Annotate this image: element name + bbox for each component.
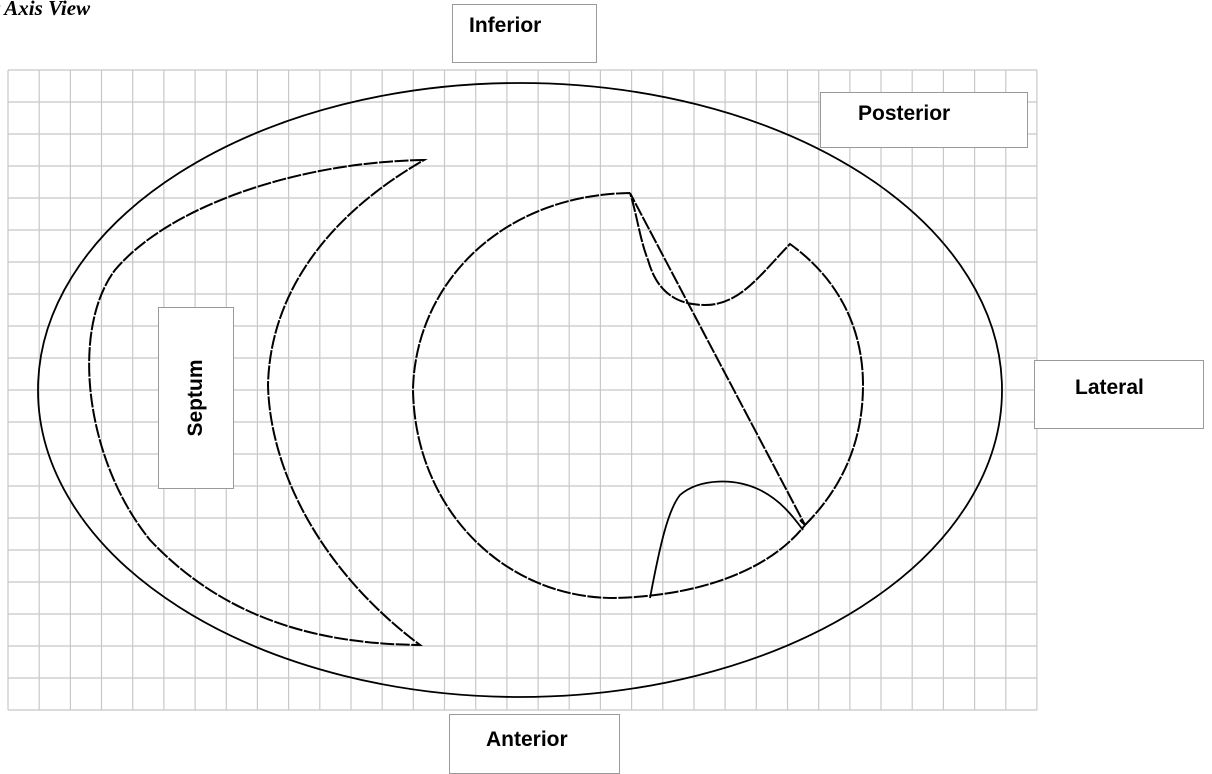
lateral-label: Lateral: [1034, 360, 1204, 429]
inferior-label: Inferior: [452, 4, 597, 63]
anterior-label: Anterior: [449, 714, 620, 774]
septum-label-text: Septum: [184, 359, 208, 436]
anterior-label-text: Anterior: [486, 728, 568, 752]
posterior-label: Posterior: [820, 92, 1028, 148]
papillary-muscle-lower: [650, 482, 803, 598]
septum-label: Septum: [158, 307, 234, 489]
posterior-label-text: Posterior: [858, 102, 950, 126]
inferior-label-text: Inferior: [469, 14, 541, 38]
left-ventricle-outline: [413, 193, 863, 598]
lateral-label-text: Lateral: [1075, 376, 1144, 400]
right-ventricle-crescent: [89, 160, 424, 645]
